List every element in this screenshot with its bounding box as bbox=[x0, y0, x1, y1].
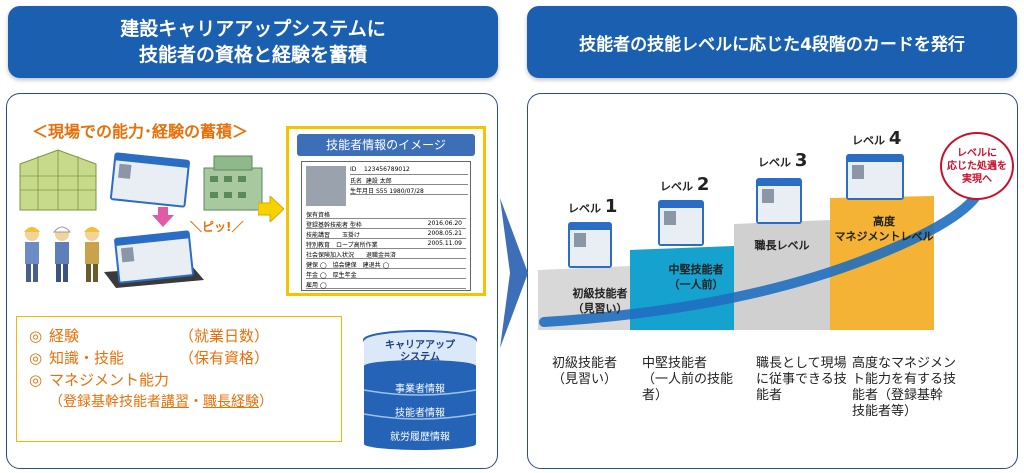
legend-sub-text: ・ bbox=[189, 394, 203, 410]
level-tag-4: レベル 4 bbox=[852, 128, 902, 149]
legend-sub: （登録基幹技能者講習・職長経験） bbox=[29, 391, 329, 413]
sheet-row-label: 保有資格 bbox=[306, 212, 331, 219]
stair-label-1: 初級技能者 （見習い） bbox=[572, 287, 628, 315]
construction-site-illustration bbox=[19, 149, 263, 211]
right-arrow-icon bbox=[258, 196, 284, 222]
id-label: ID bbox=[350, 166, 357, 173]
legend-detail: （就業日数） bbox=[179, 327, 270, 345]
level-desc-1: 初級技能者 （見習い） bbox=[552, 356, 618, 387]
id-value: 123456789012 bbox=[364, 166, 410, 173]
worker-card-top bbox=[109, 152, 191, 208]
level-number: 3 bbox=[794, 150, 808, 171]
sheet-row-value: 2008.05.21 bbox=[427, 230, 462, 237]
stair-label-2: 中堅技能者 （一人前） bbox=[668, 263, 724, 291]
treatment-badge-text: レベルに 応じた処遇を 実現へ bbox=[947, 147, 1007, 185]
right-banner-text: 技能者の技能レベルに応じた4段階のカードを発行 bbox=[579, 34, 965, 55]
down-arrow-icon bbox=[152, 207, 174, 227]
worker-photo-icon bbox=[306, 166, 346, 206]
level-number: 4 bbox=[888, 128, 902, 149]
accumulation-title: ＜現場での能力･経験の蓄積＞ bbox=[32, 122, 249, 141]
legend-sub-text: 講習 bbox=[161, 394, 189, 410]
legend-sub-text: ） bbox=[259, 394, 273, 410]
sheet-row-value: 2016.06.20 bbox=[427, 220, 462, 227]
database-row: 事業者情報 bbox=[395, 384, 445, 395]
level-tag-text: レベル bbox=[852, 134, 885, 147]
level-tag-text: レベル bbox=[568, 202, 601, 215]
database-title-line: キャリアアップ bbox=[385, 340, 455, 351]
left-banner-line2: 技能者の資格と経験を蓄積 bbox=[138, 44, 367, 66]
legend-detail: （保有資格） bbox=[179, 349, 270, 367]
level-number: 1 bbox=[604, 196, 618, 217]
legend-sub-text: （登録基幹技能者 bbox=[49, 394, 161, 410]
legend-sub-text: 職長経験 bbox=[203, 394, 259, 410]
bullet-icon: ◎ bbox=[29, 349, 43, 367]
database-icon: キャリアアップ システム 事業者情報 技能者情報 就労履歴情報 bbox=[362, 330, 478, 450]
level-desc-2: 中堅技能者 （一人前の技能者） bbox=[642, 356, 734, 403]
worker-info-header: 技能者情報のイメージ bbox=[297, 134, 475, 156]
level-tag-2: レベル 2 bbox=[660, 174, 710, 195]
database-title-line: システム bbox=[400, 352, 440, 363]
level-desc-4: 高度なマネジメン ト能力を有する技 能者（登録基幹 技能者等） bbox=[852, 356, 957, 419]
sheet-row-label: 登録基幹技能者 型枠 bbox=[306, 222, 362, 229]
worker-info-card: 技能者情報のイメージ ID 123456789012 氏名 建設 太郎 生年月日… bbox=[286, 126, 486, 296]
birth-value: S55 1980/07/28 bbox=[375, 188, 424, 195]
bullet-icon: ◎ bbox=[29, 327, 43, 345]
sheet-row-label: 年金 ◯ 厚生年金 bbox=[306, 272, 357, 279]
stair-label-3: 職長レベル bbox=[754, 239, 810, 252]
left-banner-line1: 建設キャリアアップシステムに bbox=[120, 18, 386, 40]
level-number: 2 bbox=[696, 174, 710, 195]
database-row: 就労履歴情報 bbox=[390, 432, 450, 443]
level-tag-text: レベル bbox=[660, 180, 693, 193]
level-tag-text: レベル bbox=[758, 156, 791, 169]
right-banner: 技能者の技能レベルに応じた4段階のカードを発行 bbox=[527, 6, 1017, 78]
sheet-row-label: 健保 ◯ 協会健保 建退共 ◯ bbox=[306, 262, 390, 269]
flow-arrow-icon bbox=[500, 198, 528, 348]
birth-label: 生年月日 bbox=[350, 188, 375, 195]
sheet-row-label: 特別教育 ロープ高所作業 bbox=[306, 242, 378, 249]
legend-label: 経験 bbox=[49, 327, 80, 345]
level-card-2 bbox=[658, 200, 704, 246]
sheet-row-value: 2005.11.09 bbox=[427, 240, 462, 247]
level-tag-3: レベル 3 bbox=[758, 150, 808, 171]
legend-label: 知識・技能 bbox=[49, 349, 125, 367]
left-banner: 建設キャリアアップシステムに 技能者の資格と経験を蓄積 bbox=[8, 6, 498, 78]
experience-legend: ◎ 経験 （就業日数） ◎ 知識・技能 （保有資格） ◎ マネジメント能力 （登録基幹技能… bbox=[16, 316, 342, 442]
level-card-3 bbox=[756, 178, 802, 224]
worker-card-reader bbox=[113, 230, 195, 284]
name-value: 建設 太郎 bbox=[365, 178, 392, 185]
level-card-1 bbox=[568, 222, 612, 268]
legend-item: ◎ 知識・技能 （保有資格） bbox=[29, 347, 329, 369]
legend-label: マネジメント能力 bbox=[49, 371, 170, 389]
level-card-4 bbox=[846, 154, 904, 200]
legend-item: ◎ 経験 （就業日数） bbox=[29, 325, 329, 347]
sheet-row-label: 雇用 ◯ bbox=[306, 282, 327, 289]
beep-text: ＼ピッ!／ bbox=[190, 220, 244, 234]
name-label: 氏名 bbox=[350, 178, 363, 185]
sheet-row-label: 技能講習 玉掛け bbox=[306, 232, 361, 239]
worker-info-sheet: ID 123456789012 氏名 建設 太郎 生年月日 S55 1980/0… bbox=[301, 161, 471, 291]
database-title: キャリアアップ システム bbox=[362, 340, 478, 364]
sheet-row-label: 社会保険加入状況 退職金共済 bbox=[306, 252, 397, 259]
workers-illustration bbox=[24, 226, 100, 282]
bullet-icon: ◎ bbox=[29, 371, 43, 389]
level-tag-1: レベル 1 bbox=[568, 196, 618, 217]
stair-label-4: 高度 マネジメントレベル bbox=[834, 215, 934, 243]
legend-item: ◎ マネジメント能力 bbox=[29, 369, 329, 391]
level-desc-3: 職長として現場 に従事できる技 能者 bbox=[756, 356, 847, 403]
level-stairs bbox=[538, 162, 996, 330]
treatment-badge: レベルに 応じた処遇を 実現へ bbox=[940, 132, 1014, 200]
database-row: 技能者情報 bbox=[395, 408, 445, 419]
